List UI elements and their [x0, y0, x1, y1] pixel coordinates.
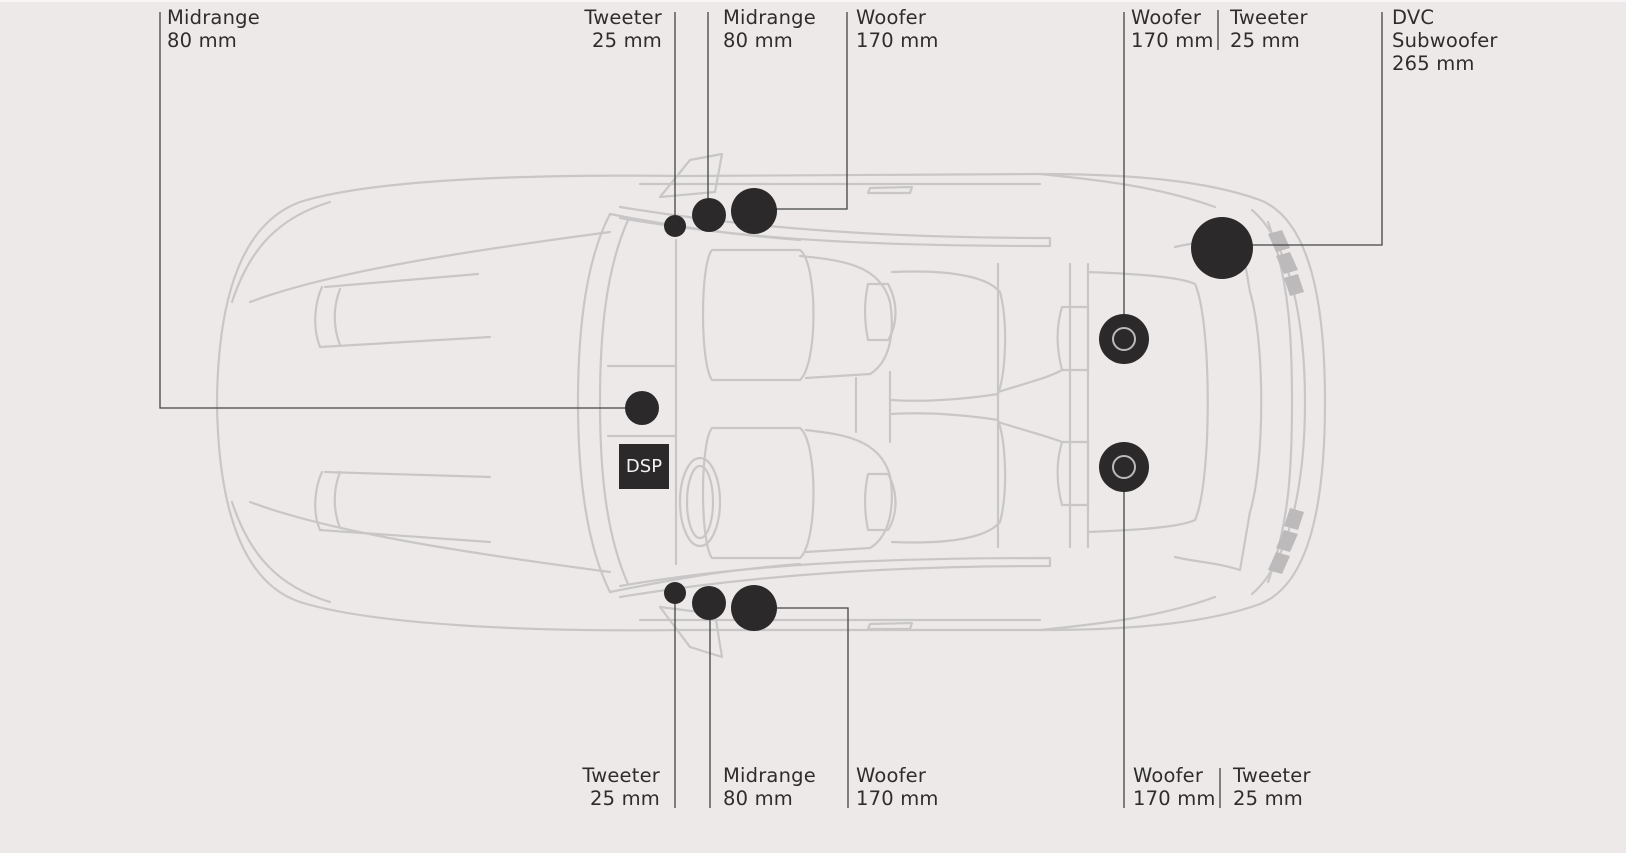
speaker-top-woofer — [731, 188, 777, 234]
hood-vent-top-inner — [333, 287, 342, 347]
car-body-outline — [215, 172, 1327, 632]
dsp-box: DSP — [619, 444, 669, 489]
label-size: 80 mm — [723, 29, 794, 52]
label-name: Midrange — [723, 6, 816, 29]
rear-seat-curve-bottom — [996, 420, 1064, 444]
hood-line-bottom — [248, 500, 612, 574]
speaker-bottom-midrange — [692, 586, 726, 620]
label-top-midrange: Midrange 80 mm — [723, 6, 816, 52]
speaker-top-tweeter — [664, 215, 686, 237]
label-subwoofer: DVC Subwoofer 265 mm — [1392, 6, 1498, 75]
door-handle-bottom — [866, 621, 914, 631]
label-size: 25 mm — [591, 29, 662, 52]
steering-wheel-inner — [685, 464, 715, 540]
leader-subwoofer — [1252, 12, 1383, 246]
speaker-rear-bottom-woofer-ring — [1112, 455, 1136, 479]
label-name: Woofer — [1131, 6, 1202, 29]
label-name: Tweeter — [1230, 6, 1308, 29]
speaker-top-midrange — [692, 198, 726, 232]
rear-seat-bottom — [890, 412, 1007, 544]
label-top-tweeter: Tweeter 25 mm — [584, 6, 662, 52]
speakers — [625, 188, 1253, 631]
label-size: 25 mm — [1233, 787, 1304, 810]
label-name: Midrange — [723, 764, 816, 787]
rear-fender-bottom — [1038, 595, 1217, 632]
speaker-bottom-tweeter — [664, 582, 686, 604]
hood-line-top — [248, 230, 612, 304]
speaker-rear-top-woofer — [1099, 314, 1149, 364]
seat-front-top-back — [798, 254, 893, 380]
seat-front-top-base — [701, 248, 815, 382]
label-size: 25 mm — [589, 787, 660, 810]
label-line2: Subwoofer — [1392, 29, 1498, 52]
leader-lines — [159, 10, 1383, 808]
rear-deck — [1086, 270, 1209, 534]
label-size: 25 mm — [1230, 29, 1301, 52]
rear-fender-top — [1038, 172, 1217, 209]
hood-vent-top — [314, 285, 492, 349]
label-name: Tweeter — [582, 764, 660, 787]
label-name: Tweeter — [1233, 764, 1311, 787]
door-bottom — [618, 556, 1052, 599]
rear-seat-top — [890, 270, 1007, 402]
label-rear-top-woofer: Woofer 170 mm — [1131, 6, 1214, 52]
mirror-top — [658, 152, 724, 199]
label-rear-top-tweeter: Tweeter 25 mm — [1230, 6, 1308, 52]
label-size: 170 mm — [1131, 29, 1214, 52]
rear-headrest-top — [1056, 305, 1090, 372]
speaker-rear-bottom-woofer — [1099, 442, 1149, 492]
windshield — [576, 212, 612, 594]
leader-top-woofer — [776, 12, 848, 210]
label-name: Tweeter — [584, 6, 662, 29]
label-name: Midrange — [167, 6, 260, 29]
seat-front-bottom-back — [804, 428, 893, 554]
seat-front-top-head — [863, 282, 897, 342]
label-name: Woofer — [856, 764, 927, 787]
windshield-inner — [598, 218, 630, 586]
label-size: 170 mm — [856, 29, 939, 52]
speaker-rear-top-woofer-ring — [1112, 327, 1136, 351]
label-size: 170 mm — [856, 787, 939, 810]
door-handle-top — [866, 185, 914, 195]
front-fender-top — [230, 200, 332, 304]
label-bottom-midrange: Midrange 80 mm — [723, 764, 816, 810]
label-bottom-tweeter: Tweeter 25 mm — [582, 764, 660, 810]
rear-seat-curve-top — [996, 368, 1064, 394]
rear-bumper-inner — [1266, 220, 1294, 584]
label-rear-bottom-tweeter: Tweeter 25 mm — [1233, 764, 1311, 810]
seat-front-bottom-head — [863, 472, 897, 532]
label-rear-bottom-woofer: Woofer 170 mm — [1133, 764, 1216, 810]
tail-light-hatching — [1268, 230, 1304, 574]
label-name: Woofer — [856, 6, 927, 29]
label-size: 265 mm — [1392, 52, 1475, 75]
label-size: 80 mm — [723, 787, 794, 810]
rear-headrest-bottom — [1056, 440, 1090, 507]
label-size: 80 mm — [167, 29, 238, 52]
trunk-outline — [1173, 232, 1263, 572]
leader-bottom-woofer — [776, 607, 849, 808]
hood-vent-top-line — [323, 272, 480, 289]
speaker-front-left-midrange — [625, 391, 659, 425]
hood-vent-bottom — [314, 470, 492, 544]
rear-bumper — [1250, 208, 1307, 596]
label-size: 170 mm — [1133, 787, 1216, 810]
label-bottom-woofer: Woofer 170 mm — [856, 764, 939, 810]
label-name: Woofer — [1133, 764, 1204, 787]
label-top-woofer: Woofer 170 mm — [856, 6, 939, 52]
front-fender-bottom — [230, 500, 332, 604]
label-line1: DVC — [1392, 6, 1435, 29]
speaker-bottom-woofer — [731, 585, 777, 631]
hood-vent-bottom-line — [323, 470, 492, 479]
label-front-left-midrange: Midrange 80 mm — [167, 6, 260, 52]
seat-front-bottom-base — [701, 426, 815, 560]
speaker-subwoofer — [1191, 217, 1253, 279]
hood-vent-bottom-inner — [333, 470, 342, 530]
car-outline — [215, 152, 1327, 659]
steering-wheel — [678, 456, 722, 548]
leader-front-left-mid — [159, 12, 626, 409]
